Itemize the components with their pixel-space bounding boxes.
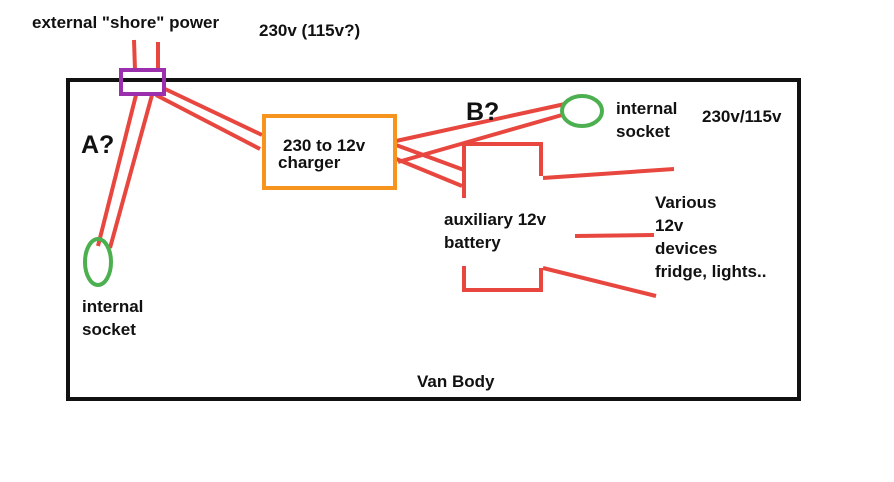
shore-power-inlet (119, 68, 166, 96)
option-b-label: B? (466, 98, 500, 126)
wire-battery-to-devices (542, 167, 675, 298)
internal-voltage-label: 230v/115v (702, 107, 782, 126)
devices-label-line1: Various (655, 193, 717, 212)
shore-voltage-label: 230v (115v?) (259, 21, 361, 40)
internal-socket-right-label-line2: socket (616, 122, 670, 141)
shore-power-cable (132, 39, 160, 71)
shore-power-label: external "shore" power (32, 13, 220, 32)
van-body-label: Van Body (417, 372, 495, 391)
devices-label-line3: devices (655, 239, 718, 258)
internal-socket-left-icon (83, 237, 113, 287)
charger-label-line2: charger (278, 153, 341, 172)
wire-charger-to-battery (393, 143, 465, 188)
wire-option-a (96, 94, 154, 249)
charger-label-line1: 230 to 12v (283, 136, 366, 155)
internal-socket-left-label-line2: socket (82, 320, 136, 339)
internal-socket-right-label-line1: internal (616, 99, 678, 118)
internal-socket-right-icon (560, 94, 604, 128)
battery-label-line2: battery (444, 233, 501, 252)
devices-label-line2: 12v (655, 216, 684, 235)
charger-box (262, 114, 397, 190)
option-a-label: A? (81, 131, 115, 159)
van-body-outline (66, 78, 801, 401)
devices-label-line4: fridge, lights.. (655, 262, 767, 281)
internal-socket-left-label-line1: internal (82, 297, 144, 316)
battery-label-line1: auxiliary 12v (444, 210, 547, 229)
wire-inlet-to-charger (155, 86, 263, 151)
auxiliary-battery (462, 142, 543, 292)
